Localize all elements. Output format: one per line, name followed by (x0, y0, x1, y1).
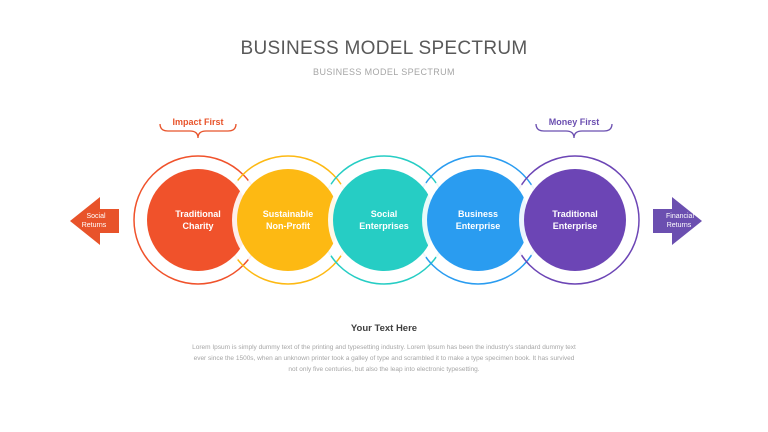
financial-returns-label-line1: Financial (666, 213, 694, 220)
text-heading: Your Text Here (350, 323, 418, 334)
social-returns-arrow: Social Returns (70, 197, 119, 245)
stage-5-label-line1: Traditional (552, 209, 598, 219)
financial-returns-arrow: Financial Returns (653, 197, 702, 245)
stage-2-label-line1: Sustainable (263, 209, 314, 219)
social-returns-label-line1: Social (86, 213, 106, 220)
stage-circle-5 (524, 169, 626, 271)
stage-2-label-line2: Non-Profit (266, 221, 310, 231)
stage-circle-3 (333, 169, 435, 271)
page-subtitle: BUSINESS MODEL SPECTRUM (313, 67, 455, 77)
stage-3-label-line2: Enterprises (359, 221, 409, 231)
stage-circle-1 (147, 169, 249, 271)
social-returns-label-line2: Returns (82, 222, 107, 229)
stage-3-label-line1: Social (371, 209, 398, 219)
money-first-label: Money First (548, 117, 600, 127)
money-first-brace (535, 123, 613, 139)
page-title: BUSINESS MODEL SPECTRUM (240, 38, 528, 59)
stage-1-label-line2: Charity (182, 221, 213, 231)
body-text: Lorem Ipsum is simply dummy text of the … (192, 344, 576, 373)
stage-4-label-line1: Business (458, 209, 498, 219)
impact-first-label: Impact First (172, 117, 224, 127)
stage-5-label-line2: Enterprise (553, 221, 598, 231)
stage-1-label-line1: Traditional (175, 209, 221, 219)
financial-returns-label-line2: Returns (667, 222, 692, 229)
stage-4-label-line2: Enterprise (456, 221, 501, 231)
stage-circle-4 (427, 169, 529, 271)
stage-circle-2 (237, 169, 339, 271)
impact-first-brace (159, 123, 237, 139)
